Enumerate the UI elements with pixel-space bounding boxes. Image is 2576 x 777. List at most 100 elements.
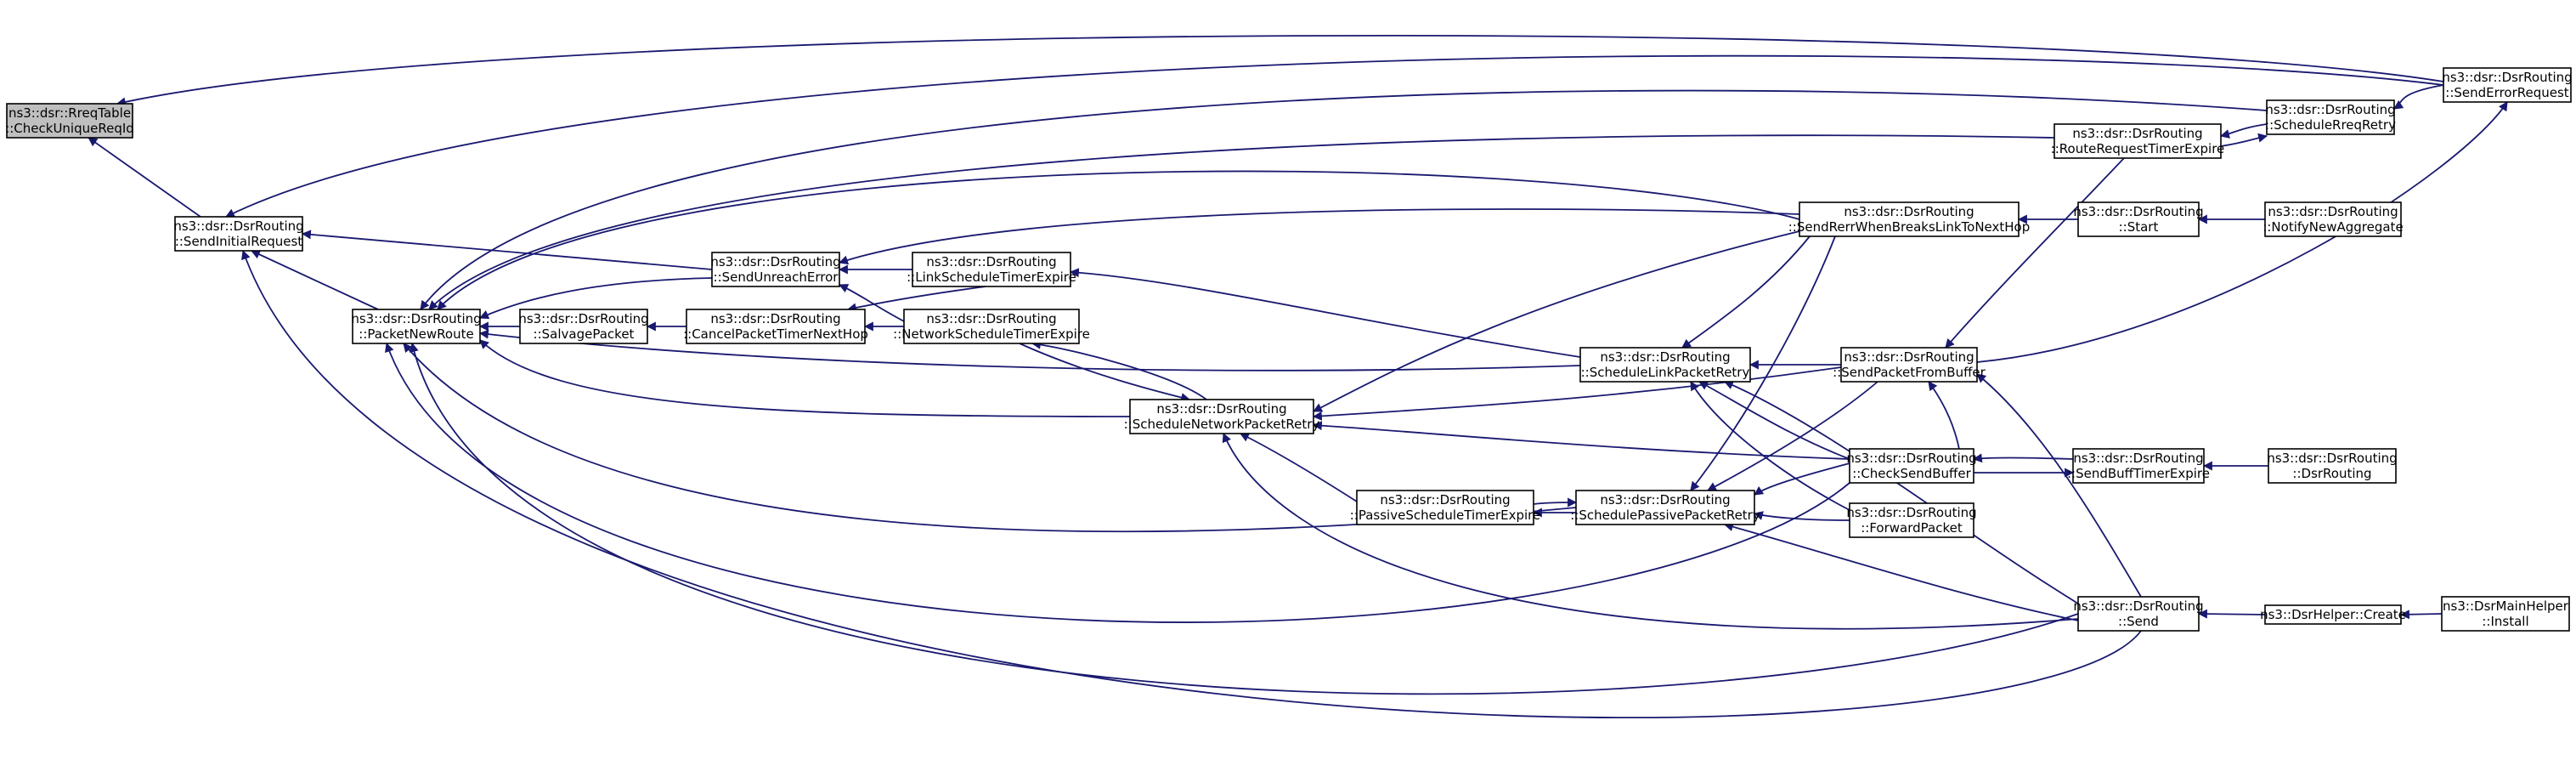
- node-label-line: ::Send: [2118, 614, 2159, 629]
- node-box: [2268, 448, 2397, 484]
- call-edge: [478, 277, 713, 320]
- node-sendPacketFromBuffer[interactable]: ns3::dsr::DsrRouting::SendPacketFromBuff…: [1833, 347, 1986, 383]
- edges: [88, 35, 2508, 719]
- node-box: [352, 309, 481, 344]
- node-sendRerrWhenBreaksLinkToNextHop[interactable]: ns3::dsr::DsrRouting::SendRerrWhenBreaks…: [1788, 201, 2031, 237]
- node-linkScheduleTimerExpire[interactable]: ns3::dsr::DsrRouting::LinkScheduleTimerE…: [907, 252, 1076, 287]
- node-box: [2443, 67, 2572, 103]
- node-label-line: ::LinkScheduleTimerExpire: [907, 269, 1076, 285]
- call-edge: [1945, 157, 2125, 349]
- node-dsrMainHelperInstall[interactable]: ns3::DsrMainHelper::Install: [2441, 596, 2570, 632]
- node-label-line: ::Start: [2119, 219, 2159, 235]
- call-edge: [838, 284, 905, 322]
- node-schedulePassivePacketRetry[interactable]: ns3::dsr::DsrRouting::SchedulePassivePac…: [1570, 490, 1760, 525]
- call-edge: [2220, 133, 2268, 147]
- node-dsrHelperCreate[interactable]: ns3::DsrHelper::Create: [2260, 604, 2406, 625]
- node-cancelPacketTimerNextHop[interactable]: ns3::dsr::DsrRouting::CancelPacketTimerN…: [683, 309, 868, 344]
- node-box: [6, 103, 133, 139]
- node-box: [1799, 201, 2020, 237]
- node-sendUnreachError[interactable]: ns3::dsr::DsrRouting::SendUnreachError: [710, 252, 841, 287]
- node-box: [1575, 490, 1755, 525]
- call-edge: [1533, 497, 1578, 508]
- node-label-line: ::ScheduleNetworkPacketRetry: [1124, 417, 1320, 432]
- call-edge: [838, 208, 1800, 265]
- node-box: [903, 309, 1080, 344]
- node-forwardPacket[interactable]: ns3::dsr::DsrRouting::ForwardPacket: [1846, 502, 1977, 538]
- call-edge: [478, 329, 1581, 371]
- node-label-line: ::SchedulePassivePacketRetry: [1570, 508, 1760, 523]
- node-sendErrorRequest[interactable]: ns3::dsr::DsrRouting::SendErrorRequest: [2442, 67, 2573, 103]
- node-box: [686, 309, 866, 344]
- node-label-line: ::SendErrorRequest: [2445, 85, 2568, 100]
- call-edge: [428, 134, 2055, 310]
- node-box: [1129, 399, 1314, 434]
- call-edge: [1972, 453, 2074, 463]
- node-packetNewRoute[interactable]: ns3::dsr::DsrRouting::PacketNewRoute: [351, 309, 482, 344]
- node-label-line: ns3::dsr::DsrRouting: [1380, 492, 1510, 508]
- call-edge: [301, 230, 713, 270]
- call-edge: [1069, 268, 1581, 358]
- node-label-line: ns3::dsr::RreqTable: [8, 105, 131, 121]
- call-edge: [1723, 522, 2079, 621]
- node-networkScheduleTimerExpire[interactable]: ns3::dsr::DsrRouting::NetworkScheduleTim…: [893, 309, 1090, 344]
- node-box: [1840, 347, 1978, 383]
- node-start[interactable]: ns3::dsr::DsrRouting::Start: [2073, 201, 2204, 237]
- node-scheduleLinkPacketRetry[interactable]: ns3::dsr::DsrRouting::ScheduleLinkPacket…: [1579, 347, 1751, 383]
- node-salvagePacket[interactable]: ns3::dsr::DsrRouting::SalvagePacket: [518, 309, 649, 344]
- call-edge: [1754, 462, 1850, 496]
- node-label-line: ::SendRerrWhenBreaksLinkToNextHop: [1788, 219, 2031, 235]
- call-edge: [1976, 373, 2142, 598]
- node-checkUniqueReqId[interactable]: ns3::dsr::RreqTable::CheckUniqueReqId: [5, 103, 134, 139]
- node-routeRequestTimerExpire[interactable]: ns3::dsr::DsrRouting::RouteRequestTimerE…: [2051, 123, 2225, 159]
- node-box: [2077, 201, 2200, 237]
- node-label-line: ns3::dsr::DsrRouting: [2265, 102, 2395, 117]
- call-edge: [88, 137, 201, 218]
- node-box: [2441, 596, 2570, 632]
- node-scheduleRreqRetry[interactable]: ns3::dsr::DsrRouting::ScheduleRreqRetry: [2265, 99, 2396, 135]
- call-edge: [1312, 366, 1842, 421]
- node-label-line: ns3::dsr::DsrRouting: [1600, 492, 1730, 508]
- call-edge: [116, 35, 2444, 107]
- node-box: [1849, 502, 1974, 538]
- node-label-line: ns3::dsr::DsrRouting: [1844, 204, 1974, 219]
- call-edge: [1753, 511, 1850, 521]
- node-box: [519, 309, 648, 344]
- node-scheduleNetworkPacketRetry[interactable]: ns3::dsr::DsrRouting::ScheduleNetworkPac…: [1124, 399, 1320, 434]
- node-box: [2264, 604, 2402, 625]
- call-edge: [1690, 381, 1850, 511]
- node-label-line: ::CheckUniqueReqId: [5, 121, 134, 136]
- node-label-line: ::PacketNewRoute: [359, 326, 473, 342]
- node-box: [2072, 448, 2205, 484]
- node-dsrRoutingCtor[interactable]: ns3::dsr::DsrRouting::DsrRouting: [2267, 448, 2398, 484]
- node-label-line: ::ForwardPacket: [1861, 520, 1963, 536]
- call-edge: [1222, 432, 2079, 630]
- call-edge: [437, 170, 1800, 310]
- node-passiveScheduleTimerExpire[interactable]: ns3::dsr::DsrRouting::PassiveScheduleTim…: [1350, 490, 1541, 525]
- node-label-line: ::SendBuffTimerExpire: [2067, 466, 2210, 481]
- node-label-line: ::Install: [2482, 614, 2528, 629]
- call-edge: [1723, 380, 2079, 604]
- node-label-line: ::NetworkScheduleTimerExpire: [893, 326, 1090, 342]
- node-box: [2077, 596, 2200, 632]
- node-notifyNewAggregate[interactable]: ns3::dsr::DsrRouting::NotifyNewAggregate: [2262, 201, 2404, 237]
- node-label-line: ns3::dsr::DsrRouting: [926, 311, 1056, 326]
- node-label-line: ns3::dsr::DsrRouting: [2267, 451, 2397, 466]
- call-edge: [241, 249, 2142, 719]
- call-edge: [410, 342, 2079, 695]
- node-box: [711, 252, 840, 287]
- node-label-line: ns3::dsr::DsrRouting: [518, 311, 648, 326]
- node-label-line: ::DsrRouting: [2292, 466, 2371, 481]
- node-box: [174, 216, 303, 252]
- node-send[interactable]: ns3::dsr::DsrRouting::Send: [2073, 596, 2204, 632]
- node-checkSendBuffer[interactable]: ns3::dsr::DsrRouting::CheckSendBuffer: [1846, 448, 1977, 484]
- call-edge: [1681, 235, 1811, 349]
- call-edge: [1698, 381, 1850, 460]
- node-sendBuffTimerExpire[interactable]: ns3::dsr::DsrRouting::SendBuffTimerExpir…: [2067, 448, 2210, 484]
- call-edge: [1019, 343, 1191, 402]
- call-edge: [385, 342, 1850, 623]
- node-sendInitialRequest[interactable]: ns3::dsr::DsrRouting::SendInitialRequest: [173, 216, 304, 252]
- node-box: [1356, 490, 1534, 525]
- call-edge: [225, 54, 2444, 218]
- call-edge: [420, 89, 2268, 310]
- call-edge: [479, 339, 1131, 417]
